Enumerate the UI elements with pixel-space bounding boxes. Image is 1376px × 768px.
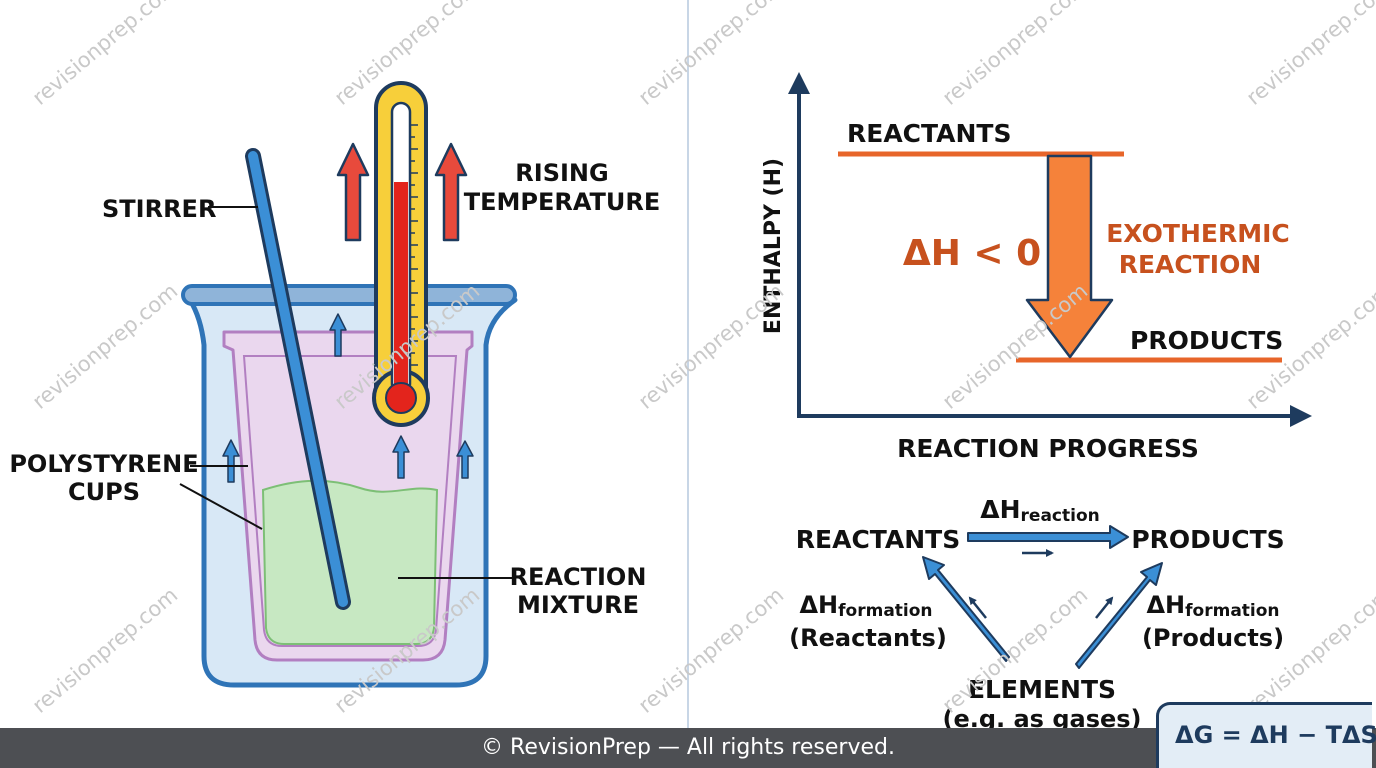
reaction-mixture-liquid bbox=[261, 479, 439, 645]
watermark-text: revisionprep.com bbox=[634, 583, 789, 718]
enthalpy-profile-diagram: ENTHALPY (H) REACTION PROGRESS REACTANTS… bbox=[761, 72, 1312, 463]
watermark-text: revisionprep.com bbox=[634, 279, 789, 414]
delta-h-formation-products-label: ΔHformation bbox=[1146, 591, 1279, 621]
cups-leader-line-2 bbox=[179, 483, 263, 530]
hess-products-label: PRODUCTS bbox=[1131, 525, 1284, 554]
hess-reactants-label: REACTANTS bbox=[796, 525, 960, 554]
formation-arrow-products bbox=[1075, 562, 1163, 669]
reaction-arrow bbox=[967, 525, 1129, 549]
formation-subscript-products: formation bbox=[1185, 601, 1279, 621]
reaction-mixture-label-2: MIXTURE bbox=[517, 591, 639, 619]
watermark-text: revisionprep.com bbox=[28, 279, 183, 414]
delta-h-formation-reactants-label: ΔHformation bbox=[799, 591, 932, 621]
copyright-footer: © RevisionPrep — All rights reserved. bbox=[0, 728, 1376, 768]
exothermic-label-1: EXOTHERMIC bbox=[1106, 219, 1290, 248]
enthalpy-drop-arrow bbox=[1025, 154, 1114, 359]
rising-temperature-label-1: RISING bbox=[515, 159, 608, 187]
rising-arrow-icon-left bbox=[336, 142, 370, 242]
delta-h-negative-label: ΔH < 0 bbox=[903, 233, 1041, 274]
delta-h-symbol: ΔH bbox=[980, 495, 1020, 524]
reaction-subscript: reaction bbox=[1021, 506, 1100, 526]
hess-cycle-diagram: REACTANTS PRODUCTS ΔHreaction ΔHformatio… bbox=[789, 495, 1284, 733]
delta-h-symbol-products: ΔH bbox=[1146, 591, 1185, 619]
y-axis-label: ENTHALPY (H) bbox=[761, 158, 786, 334]
watermark-text: revisionprep.com bbox=[28, 0, 183, 110]
gibbs-formula-box: ΔG = ΔH − TΔS bbox=[1156, 702, 1376, 768]
polystyrene-cups-label-1: POLYSTYRENE bbox=[9, 450, 198, 478]
x-axis-arrowhead bbox=[1290, 405, 1312, 427]
exothermic-label-2: REACTION bbox=[1119, 250, 1262, 279]
rising-arrow-icon-right bbox=[434, 142, 468, 242]
polystyrene-cups-label-2: CUPS bbox=[68, 478, 140, 506]
polystyrene-cup-inner bbox=[242, 355, 458, 647]
watermark-text: revisionprep.com bbox=[28, 583, 183, 718]
reactants-level-label: REACTANTS bbox=[847, 119, 1011, 148]
rising-temperature-label-2: TEMPERATURE bbox=[464, 188, 661, 216]
delta-h-symbol-reactants: ΔH bbox=[799, 591, 838, 619]
x-axis-label: REACTION PROGRESS bbox=[897, 434, 1199, 463]
calorimeter-diagram: STIRRER RISING TEMPERATURE POLYSTYRENE C… bbox=[9, 81, 661, 688]
heat-flow-arrow-icons bbox=[222, 313, 474, 483]
elements-label: ELEMENTS bbox=[968, 675, 1116, 704]
small-formation-arrow-icon-right bbox=[1095, 596, 1114, 619]
beaker-lid bbox=[181, 284, 517, 306]
products-level-label: PRODUCTS bbox=[1130, 326, 1283, 355]
stirrer-label: STIRRER bbox=[102, 195, 216, 223]
reactants-paren-label: (Reactants) bbox=[789, 624, 947, 652]
formation-arrow-reactants bbox=[922, 556, 1010, 662]
small-formation-arrow-icon-left bbox=[968, 596, 987, 619]
y-axis-arrowhead bbox=[788, 72, 810, 94]
reaction-mixture-label-1: REACTION bbox=[510, 563, 647, 591]
stirrer-rod-fill bbox=[248, 151, 348, 607]
products-paren-label: (Products) bbox=[1142, 624, 1284, 652]
delta-h-reaction-label: ΔHreaction bbox=[980, 495, 1099, 526]
watermark-text: revisionprep.com bbox=[634, 0, 789, 110]
thermometer bbox=[372, 81, 430, 427]
watermark-text: revisionprep.com bbox=[1242, 0, 1376, 110]
formation-subscript-reactants: formation bbox=[838, 601, 932, 621]
watermark-text: revisionprep.com bbox=[938, 0, 1093, 110]
